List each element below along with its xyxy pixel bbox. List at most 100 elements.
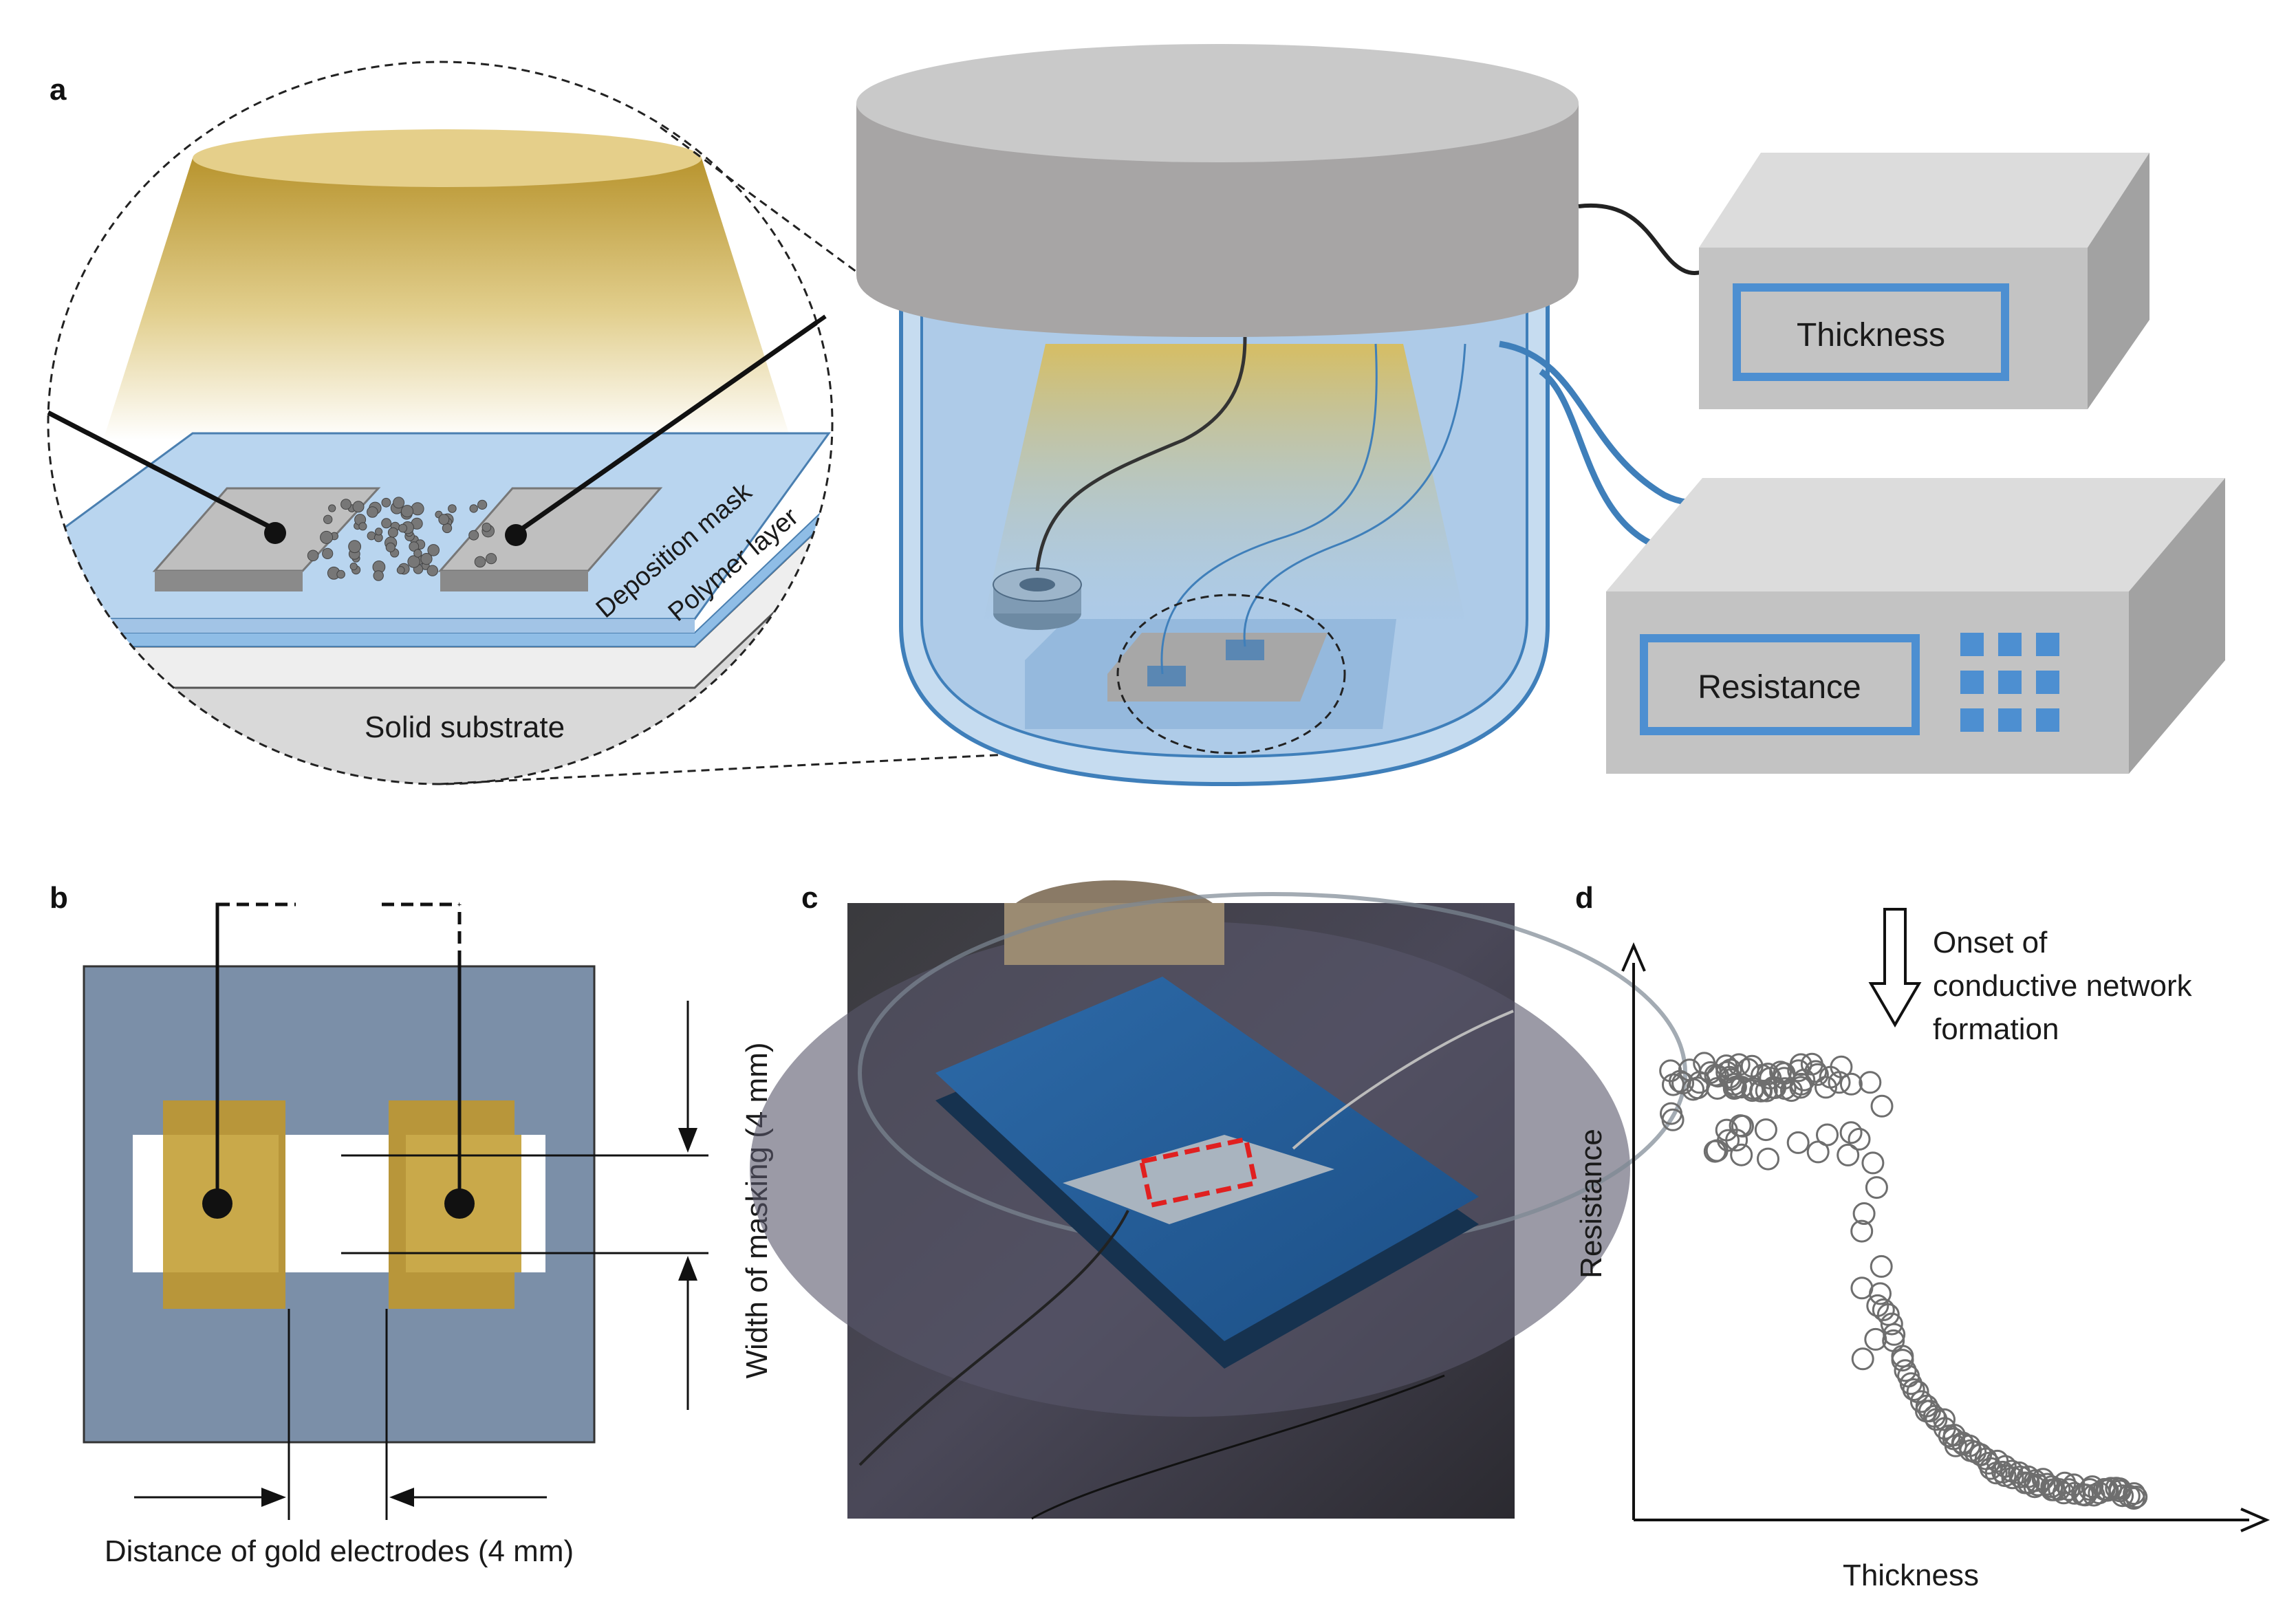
scatter-point: [1786, 1131, 1810, 1154]
scatter-point: [1722, 1077, 1746, 1100]
scatter-point: [1661, 1108, 1685, 1131]
scatter-point: [1757, 1147, 1779, 1171]
keypad-key: [1998, 671, 2022, 694]
nanoparticle: [381, 497, 391, 508]
nanoparticle: [381, 518, 392, 529]
thickness-display: [1733, 283, 2009, 381]
nanoparticle: [349, 563, 358, 571]
scatter-point: [1729, 1114, 1752, 1138]
thickness-instrument-label: Thickness: [1797, 317, 1945, 354]
nanoparticle: [358, 522, 367, 531]
scatter-point: [1894, 1359, 1917, 1382]
nanoparticle: [396, 566, 405, 574]
nanoparticle: [393, 497, 405, 509]
nanoparticle: [375, 528, 383, 536]
scatter-point: [1769, 1061, 1793, 1084]
scatter-point: [1754, 1118, 1777, 1142]
probe-wire-right: [514, 314, 827, 535]
y-axis-label: Resistance: [1574, 1129, 1608, 1279]
scatter-point: [1815, 1076, 1837, 1099]
keypad-key: [1998, 708, 2022, 732]
scatter-point: [1662, 1073, 1685, 1096]
keypad-key: [2036, 671, 2059, 694]
nanoparticle: [348, 540, 361, 554]
keypad-key: [1960, 633, 1984, 656]
x-axis-label: Thickness: [1843, 1558, 1979, 1592]
nanoparticle: [387, 527, 398, 538]
scatter-point: [1870, 1254, 1893, 1278]
scatter-point: [1806, 1063, 1829, 1086]
nanoparticle: [407, 555, 420, 568]
scatter-point: [1706, 1077, 1729, 1100]
scatter-point: [1848, 1127, 1871, 1151]
scatter-point: [1789, 1053, 1812, 1076]
sample: [1107, 633, 1328, 702]
keypad-key: [1960, 671, 1984, 694]
scatter-point: [1819, 1065, 1842, 1089]
nanoparticle: [336, 569, 345, 579]
scatter-point: [1872, 1298, 1895, 1321]
scatter-point: [1933, 1408, 1956, 1431]
nanoparticle: [427, 544, 440, 556]
scatter-point: [1850, 1219, 1874, 1243]
scatter-point: [1659, 1059, 1682, 1083]
scatter-point: [1861, 1151, 1885, 1175]
probe-contact-right: [444, 1188, 475, 1219]
scatter-point: [2048, 1478, 2071, 1501]
resistance-keypad: [1960, 633, 2059, 732]
nanoparticle: [477, 499, 488, 510]
probe-contact-left: [202, 1188, 232, 1219]
evaporation-cone: [103, 158, 791, 440]
scatter-point: [1891, 1349, 1914, 1372]
scatter-point: [1671, 1072, 1695, 1095]
panel-b: b Width of masking (4 mm) Distance of: [50, 881, 774, 1568]
photo-highlight-box: [1138, 1136, 1259, 1208]
scatter-point: [1925, 1408, 1948, 1431]
onset-arrow: [1868, 908, 1922, 1028]
gold-source-top: [193, 129, 702, 187]
scatter-point: [2122, 1487, 2145, 1510]
scatter-point: [1851, 1347, 1874, 1371]
nanoparticle: [413, 549, 422, 558]
scatter-point: [2001, 1466, 2024, 1490]
scatter-point: [1719, 1058, 1742, 1082]
scatter-point: [1870, 1094, 1894, 1118]
scatter-point: [2081, 1475, 2104, 1499]
scatter-point: [1902, 1378, 1925, 1401]
annotation-line-1: Onset of: [1933, 926, 2048, 959]
sample-zoom-circle: [1116, 594, 1346, 754]
nanoparticle: [409, 541, 420, 552]
photo-sample-window: [1063, 1135, 1334, 1224]
scatter-point: [1703, 1140, 1726, 1163]
scatter-point: [1880, 1312, 1903, 1336]
scatter-point: [1883, 1323, 1906, 1346]
annotation-line-2: conductive network: [1933, 969, 2193, 1003]
probe-wire-left: [48, 410, 277, 532]
scatter-point: [1852, 1202, 1876, 1225]
scatter-point: [1678, 1058, 1701, 1082]
nanoparticle: [352, 501, 365, 513]
nanoparticle: [411, 502, 424, 516]
nanoparticle: [323, 514, 333, 524]
scatter-point: [1730, 1143, 1753, 1166]
scatter-point: [1837, 1143, 1860, 1166]
keypad-key: [2036, 633, 2059, 656]
scatter-point: [1779, 1079, 1803, 1102]
scatter-point: [1693, 1052, 1716, 1075]
nanoparticle: [340, 499, 351, 510]
nanoparticle: [468, 530, 479, 541]
nanoparticle: [320, 530, 334, 544]
keypad-key: [1998, 633, 2022, 656]
nanoparticle: [486, 553, 497, 565]
nanoparticle: [322, 547, 334, 560]
solid-substrate-label: Solid substrate: [365, 710, 565, 744]
scatter-point: [1764, 1076, 1787, 1099]
resistance-instrument-label: Resistance: [1698, 669, 1861, 706]
scatter-point: [1869, 1282, 1892, 1305]
nanoparticle: [400, 505, 414, 518]
scatter-point: [1715, 1054, 1738, 1078]
gold-nanoparticles: [307, 497, 497, 581]
scatter-point: [1993, 1455, 2017, 1478]
nanoparticle: [307, 550, 319, 562]
